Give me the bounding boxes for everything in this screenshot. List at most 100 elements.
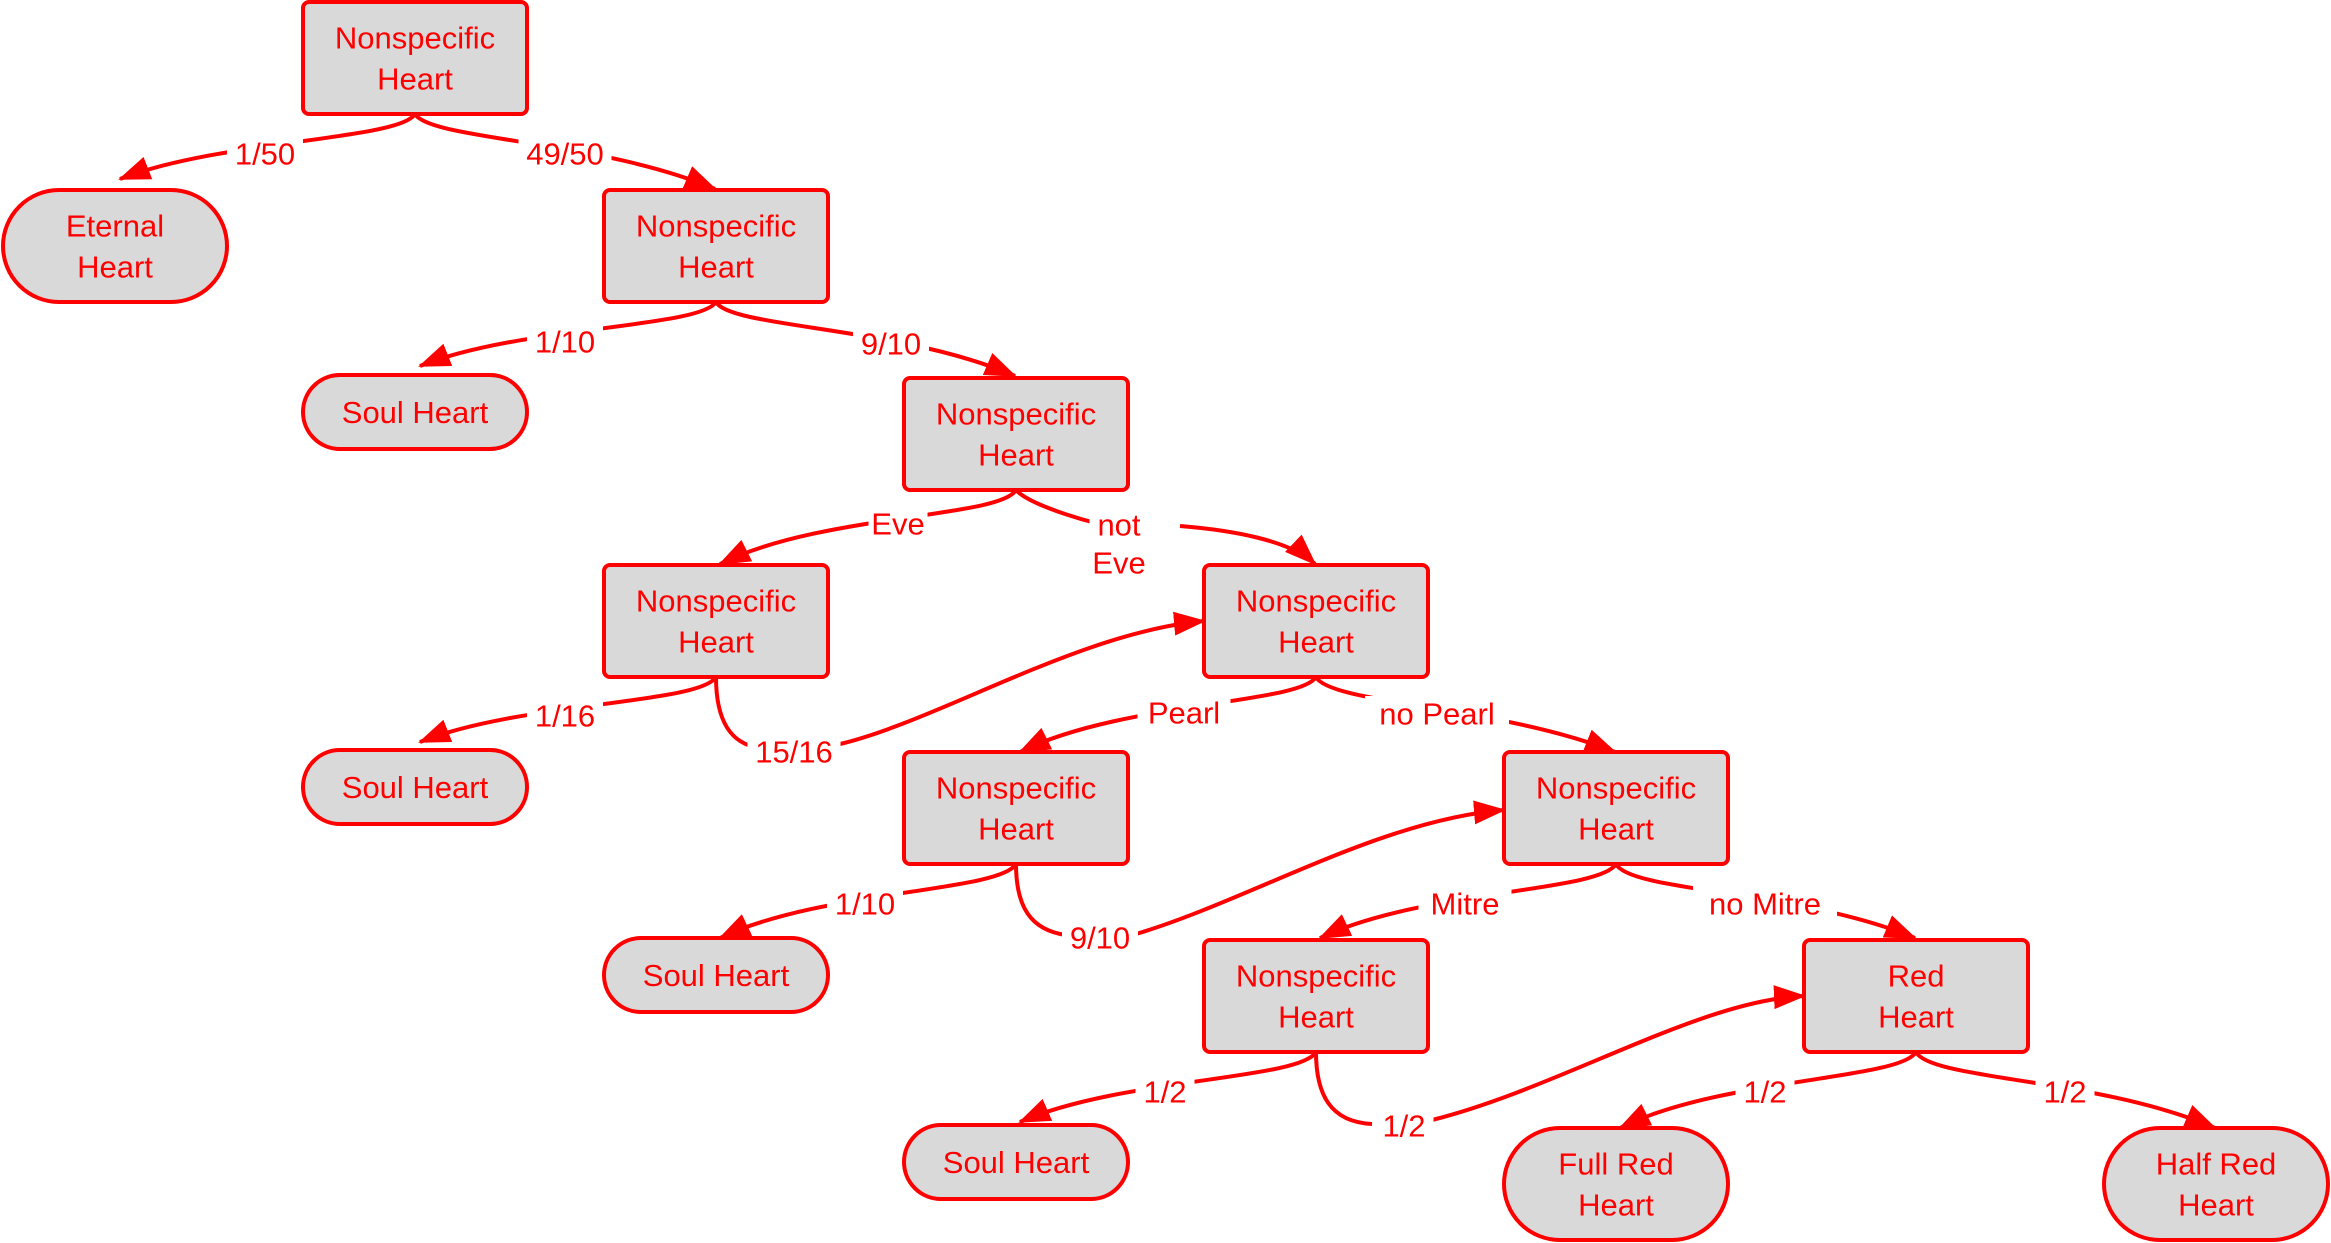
edge-label: Eve (868, 506, 928, 542)
edge-label-text: 1/10 (835, 887, 895, 922)
node-label: Heart (77, 250, 153, 285)
node-label: Nonspecific (1236, 959, 1396, 994)
edge-label: 1/2 (2035, 1074, 2095, 1110)
node-box (301, 0, 529, 116)
node-label: Nonspecific (936, 771, 1096, 806)
node-label: Eternal (66, 209, 164, 244)
node-label: Nonspecific (1536, 771, 1696, 806)
edge-n11-to-n13 (1018, 1050, 1318, 1124)
node-label: Heart (678, 625, 754, 660)
edge-label: Mitre (1418, 886, 1512, 922)
edge-label: 49/50 (518, 136, 612, 172)
edge-label-background (827, 886, 903, 922)
node-box (602, 188, 830, 304)
edge-n12-to-n14 (1618, 1050, 1918, 1130)
node-box (1802, 938, 2030, 1054)
node-pill (2102, 1126, 2330, 1242)
edge-label-background (1693, 886, 1837, 922)
edge-label: 1/10 (827, 886, 903, 922)
node-label: Soul Heart (643, 958, 790, 993)
edge-label-text: 1/10 (535, 325, 595, 360)
node-box (1202, 563, 1430, 679)
edge-label-text: Eve (871, 507, 924, 542)
edge-label-text: 9/10 (1070, 921, 1130, 956)
outcome-node: Soul Heart (602, 936, 830, 1014)
edge-label-text: 9/10 (861, 327, 921, 362)
edge-label: Pearl (1137, 695, 1231, 731)
edge-n4-to-n5 (718, 488, 1018, 566)
node-box (602, 563, 830, 679)
edge-label-text: 1/50 (235, 137, 295, 172)
edge-label: 15/16 (747, 734, 841, 770)
outcome-node: Soul Heart (301, 373, 529, 451)
node-pill (301, 748, 529, 826)
edge-label-background (1365, 696, 1509, 732)
edge-label: no Pearl (1365, 696, 1509, 732)
edge-n8-to-n9 (1014, 810, 1504, 937)
outcome-node: Soul Heart (301, 748, 529, 826)
node-label: Soul Heart (342, 395, 489, 430)
edge-n12-to-n15 (1914, 1050, 2217, 1130)
node-pill (902, 1123, 1130, 1201)
edge-label-background (2035, 1074, 2095, 1110)
node-label: Half Red (2156, 1147, 2277, 1182)
edge-label-background (1089, 545, 1149, 581)
node-label: Nonspecific (936, 397, 1096, 432)
edge-label-background (1418, 886, 1512, 922)
node-box (902, 750, 1130, 866)
edge-label-background (1735, 1074, 1795, 1110)
edge-label-text: Pearl (1148, 696, 1220, 731)
edge-label: 1/10 (527, 324, 603, 360)
edge-label-text: 15/16 (755, 735, 833, 770)
edge-label: 9/10 (1062, 920, 1138, 956)
node-label: Heart (2178, 1188, 2254, 1223)
node-label: Heart (1578, 1188, 1654, 1223)
edge-label-background (518, 136, 612, 172)
edge-n2-to-n4 (714, 300, 1017, 378)
edge-label-text: no Mitre (1709, 887, 1821, 922)
edge-label-background (1137, 695, 1231, 731)
node-box (902, 376, 1130, 492)
edge-label-text: 1/2 (1382, 1109, 1425, 1144)
edge-label-text: 49/50 (526, 137, 604, 172)
node-label: Heart (678, 250, 754, 285)
outcome-node: Soul Heart (902, 1123, 1130, 1201)
edge-label-background (1062, 920, 1138, 956)
node-label: Nonspecific (335, 21, 495, 56)
edge-label-text: no Pearl (1379, 697, 1494, 732)
edge-label-background (747, 734, 841, 770)
edge-n4-to-n6 (1014, 488, 1315, 564)
edge-label: 1/2 (1135, 1074, 1195, 1110)
node-label: Soul Heart (342, 770, 489, 805)
edge-label-text: 1/2 (1143, 1075, 1186, 1110)
node-box (1202, 938, 1430, 1054)
node-label: Heart (377, 62, 453, 97)
edge-label-background (527, 324, 603, 360)
node-label: Heart (978, 438, 1054, 473)
node-label: Heart (1878, 1000, 1954, 1035)
edge-label: 1/2 (1735, 1074, 1795, 1110)
node-label: Heart (978, 812, 1054, 847)
node-pill (1502, 1126, 1730, 1242)
edge-label-background (1374, 1108, 1434, 1144)
node-label: Heart (1578, 812, 1654, 847)
edge-label-text: 1/2 (1743, 1075, 1786, 1110)
edge-label-text: Eve (1092, 546, 1145, 581)
node-label: Red (1888, 959, 1945, 994)
node-label: Full Red (1558, 1147, 1673, 1182)
edge-label-background (853, 326, 929, 362)
edge-n11-to-n12 (1314, 996, 1804, 1126)
